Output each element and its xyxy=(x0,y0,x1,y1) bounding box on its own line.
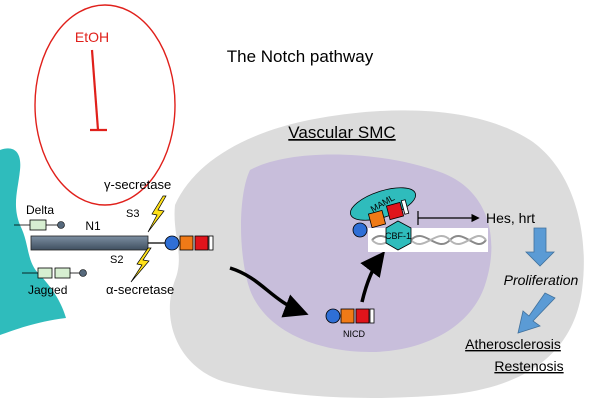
nicd-blue-domain xyxy=(325,308,341,324)
inhibition-line xyxy=(90,49,100,131)
cell-label: Vascular SMC xyxy=(288,123,395,142)
complex-red-domain xyxy=(385,201,405,221)
nicd-red-domain xyxy=(355,308,370,324)
nicd-orange-domain xyxy=(340,308,355,324)
etoh-ellipse xyxy=(34,4,176,206)
alpha-secretase-label: α-secretase xyxy=(106,282,174,297)
s2-label: S2 xyxy=(110,254,123,266)
translocation-arrow xyxy=(229,266,309,318)
ligand-cell xyxy=(0,148,66,335)
receptor-label: N1 xyxy=(85,219,101,233)
cbf1-protein xyxy=(385,220,412,251)
jagged-ligand-b xyxy=(54,267,71,279)
nicd-label: NICD xyxy=(343,329,365,339)
nuclear-entry-arrow xyxy=(360,251,385,303)
delta-ligand xyxy=(29,219,47,231)
complex-end-cap xyxy=(400,199,410,215)
down-block-arrow xyxy=(525,227,555,267)
diagonal-block-arrow xyxy=(517,292,556,334)
etoh-label: EtOH xyxy=(75,29,109,45)
jagged-ligand-a xyxy=(37,267,53,279)
restenosis-label: Restenosis xyxy=(494,358,563,374)
delta-head xyxy=(57,221,65,229)
target-genes-label: Hes, hrt xyxy=(486,210,535,226)
complex-blue-domain xyxy=(352,222,368,238)
proliferation-label: Proliferation xyxy=(504,272,579,288)
alpha-lightning-icon xyxy=(130,247,152,283)
atherosclerosis-label: Atherosclerosis xyxy=(465,336,561,352)
gamma-lightning-icon xyxy=(147,195,167,233)
receptor-orange-domain xyxy=(179,235,194,251)
s3-label: S3 xyxy=(126,208,139,220)
delta-label: Delta xyxy=(26,203,54,217)
complex-orange-domain xyxy=(367,209,387,229)
maml-protein xyxy=(350,187,416,221)
receptor-blue-domain xyxy=(164,235,180,251)
page-title: The Notch pathway xyxy=(227,47,374,66)
jagged-label: Jagged xyxy=(28,283,67,297)
nicd-end-cap xyxy=(369,308,375,324)
receptor-end-cap xyxy=(208,235,214,251)
gamma-secretase-label: γ-secretase xyxy=(104,177,171,192)
jagged-head xyxy=(79,269,87,277)
receptor-red-domain xyxy=(194,235,209,251)
notch-receptor xyxy=(30,235,149,251)
cbf1-label: CBF-1 xyxy=(385,231,411,241)
